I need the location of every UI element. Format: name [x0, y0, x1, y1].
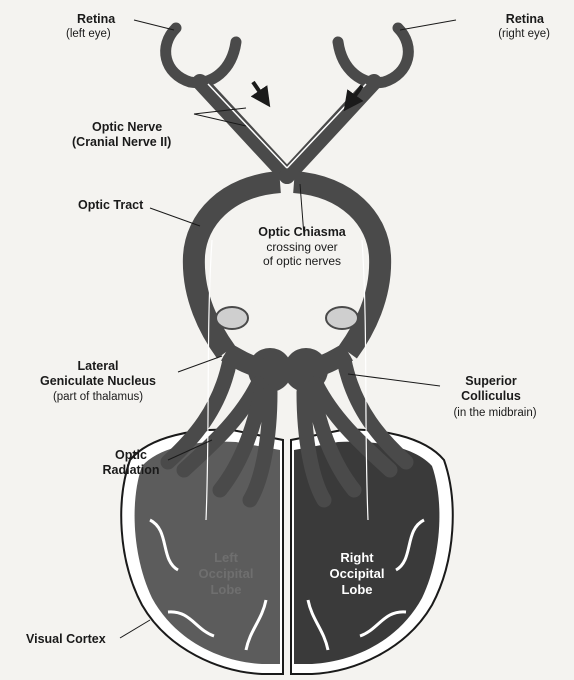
superior-colliculus-sub: (in the midbrain) — [440, 406, 550, 420]
right-lobe-line3: Lobe — [312, 582, 402, 597]
optic-nerve-title: Optic Nerve — [92, 120, 162, 134]
left-lobe-line1: Left — [186, 550, 266, 565]
superior-colliculus-line2: Colliculus — [446, 389, 536, 403]
optic-chiasma-title: Optic Chiasma — [232, 225, 372, 239]
right-lobe-line2: Occipital — [312, 566, 402, 581]
retina-right-sub: (right eye) — [470, 27, 550, 41]
optic-nerve-sub: (Cranial Nerve II) — [72, 135, 171, 149]
right-lobe-line1: Right — [312, 550, 402, 565]
optic-chiasma-sub1: crossing over — [232, 240, 372, 254]
visual-cortex-label: Visual Cortex — [26, 632, 106, 646]
lgn-sub: (part of thalamus) — [18, 390, 178, 404]
optic-radiation-line1: Optic — [86, 448, 176, 462]
left-pale-nucleus — [216, 307, 248, 329]
retina-right-title: Retina — [470, 12, 544, 26]
lgn-line1: Lateral — [18, 359, 178, 373]
left-lobe-line2: Occipital — [186, 566, 266, 581]
retina-left-sub: (left eye) — [66, 27, 111, 41]
optic-radiation-line2: Radiation — [86, 463, 176, 477]
left-direction-arrow — [253, 82, 268, 104]
optic-chiasma-sub2: of optic nerves — [232, 254, 372, 268]
right-optic-nerve — [287, 82, 374, 176]
left-lobe-line3: Lobe — [186, 582, 266, 597]
left-optic-nerve — [200, 82, 287, 176]
retina-left-title: Retina — [77, 12, 115, 26]
optic-tract-label: Optic Tract — [78, 198, 143, 212]
lgn-line2: Geniculate Nucleus — [18, 374, 178, 388]
superior-colliculus-line1: Superior — [446, 374, 536, 388]
right-pale-nucleus — [326, 307, 358, 329]
